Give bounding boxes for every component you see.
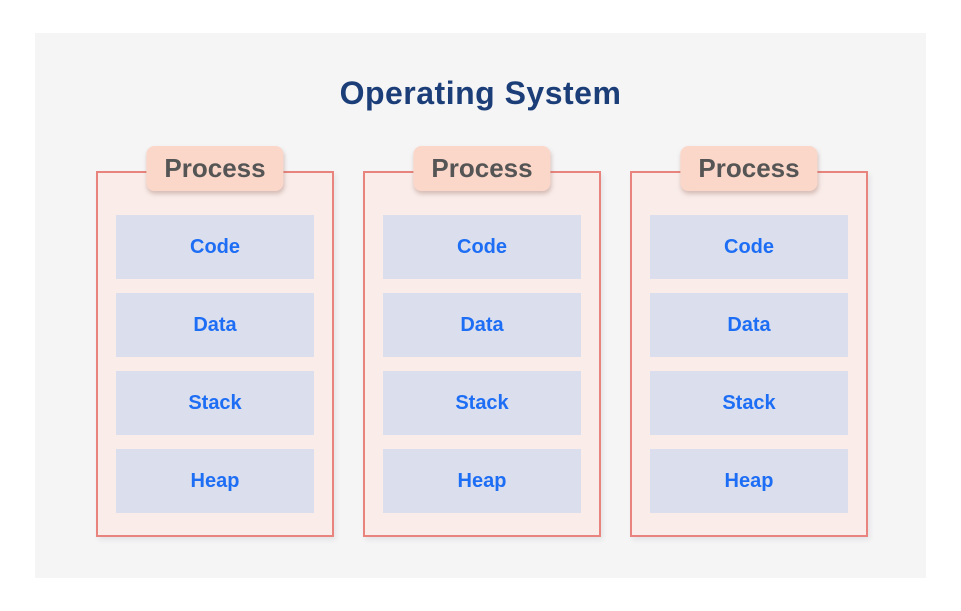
- process-box-1: Process Code Data Stack Heap: [96, 146, 334, 537]
- segment-heap: Heap: [116, 449, 314, 513]
- segment-code: Code: [650, 215, 848, 279]
- diagram-title: Operating System: [339, 75, 622, 111]
- segment-heap: Heap: [383, 449, 581, 513]
- segment-data: Data: [116, 293, 314, 357]
- segment-stack: Stack: [116, 371, 314, 435]
- segment-stack: Stack: [383, 371, 581, 435]
- process-box-2: Process Code Data Stack Heap: [363, 146, 601, 537]
- segment-code: Code: [116, 215, 314, 279]
- process-label-3: Process: [680, 146, 818, 191]
- segment-data: Data: [650, 293, 848, 357]
- operating-system-panel: Operating System Process Code Data Stack…: [35, 33, 926, 578]
- segment-stack: Stack: [650, 371, 848, 435]
- segment-code: Code: [383, 215, 581, 279]
- segment-heap: Heap: [650, 449, 848, 513]
- segment-data: Data: [383, 293, 581, 357]
- process-label-2: Process: [413, 146, 551, 191]
- process-box-3: Process Code Data Stack Heap: [630, 146, 868, 537]
- process-label-1: Process: [146, 146, 284, 191]
